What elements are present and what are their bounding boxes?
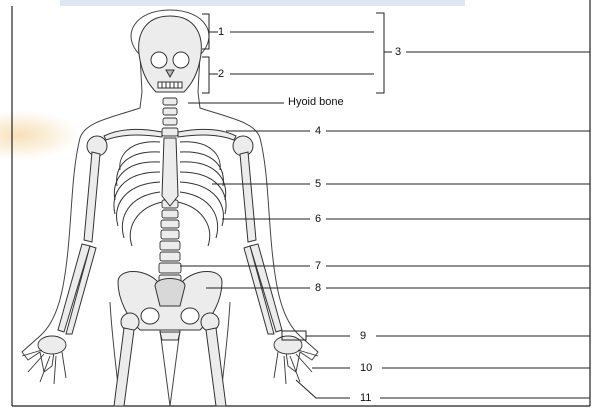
label-4: 4 bbox=[315, 125, 321, 137]
label-2: 2 bbox=[218, 68, 224, 80]
label-3: 3 bbox=[395, 46, 401, 58]
label-7: 7 bbox=[315, 260, 321, 272]
top-band bbox=[60, 0, 465, 6]
skull bbox=[139, 16, 202, 92]
label-1: 1 bbox=[218, 26, 224, 38]
label-hyoid-bone: Hyoid bone bbox=[288, 96, 344, 108]
leader-lines bbox=[180, 32, 590, 398]
label-5: 5 bbox=[315, 178, 321, 190]
label-brackets bbox=[202, 13, 384, 340]
hand-bones bbox=[22, 336, 318, 384]
label-6: 6 bbox=[315, 213, 321, 225]
label-8: 8 bbox=[315, 282, 321, 294]
label-9: 9 bbox=[360, 330, 366, 342]
label-11: 11 bbox=[360, 392, 371, 404]
sternum bbox=[162, 138, 178, 206]
label-10: 10 bbox=[360, 362, 372, 374]
